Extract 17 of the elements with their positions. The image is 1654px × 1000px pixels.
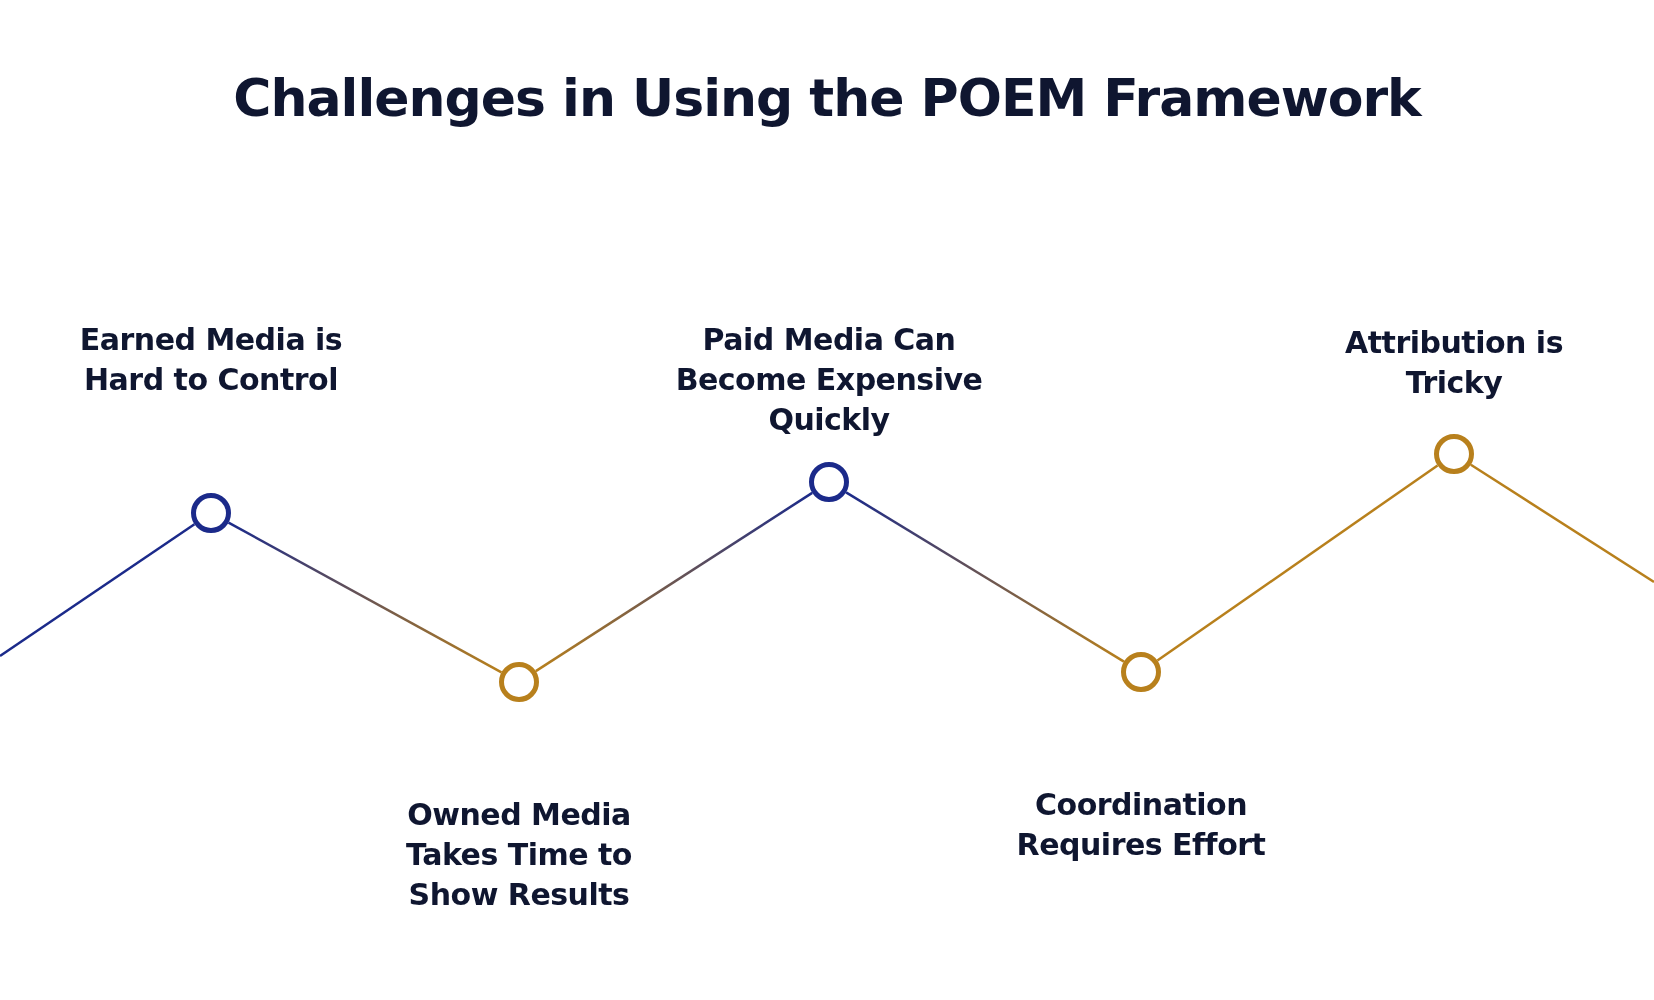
circle-marker bbox=[191, 493, 231, 533]
challenge-label: Paid Media Can Become Expensive Quickly bbox=[674, 321, 984, 439]
connector-line bbox=[227, 521, 503, 674]
connector-line bbox=[0, 523, 196, 658]
challenge-label: Earned Media is Hard to Control bbox=[78, 321, 344, 399]
circle-marker bbox=[1121, 652, 1161, 692]
connector-line bbox=[1470, 463, 1654, 584]
circle-marker bbox=[809, 462, 849, 502]
circle-marker bbox=[499, 662, 539, 702]
title: Challenges in Using the POEM Framework bbox=[232, 68, 1424, 128]
challenge-label: Attribution is Tricky bbox=[1344, 324, 1564, 402]
connector-line bbox=[845, 491, 1125, 663]
circle-marker bbox=[1434, 434, 1474, 474]
connector-line bbox=[535, 491, 813, 673]
connector-line bbox=[1156, 464, 1439, 662]
challenge-label: Owned Media Takes Time to Show Results bbox=[405, 796, 633, 914]
challenge-label: Coordination Requires Effort bbox=[1015, 786, 1267, 864]
